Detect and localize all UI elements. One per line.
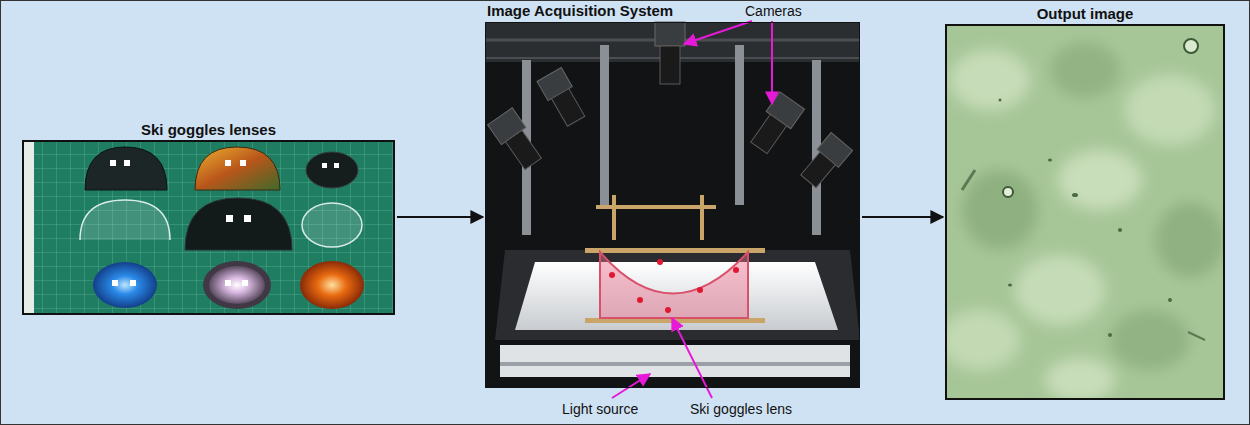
pointer-arrows-part — [672, 318, 712, 398]
output-micrograph-part-part — [1155, 202, 1225, 278]
rig-photo-part — [665, 307, 671, 313]
lens-photo-part — [124, 160, 130, 166]
rig-photo-part — [609, 272, 615, 278]
rig-photo-part — [657, 259, 663, 265]
rig-photo-part — [697, 287, 703, 293]
lens-photo-part — [80, 200, 170, 240]
output-micrograph-part-part — [962, 170, 1038, 250]
lens-photo-part — [22, 140, 395, 315]
rig-photo-part — [500, 362, 850, 366]
panel-heading: Image Acquisition System — [487, 2, 673, 20]
lens-photo-part — [185, 198, 292, 250]
flow-arrow — [397, 216, 483, 218]
lens-photo-part — [240, 160, 246, 166]
rig-photo-part — [637, 297, 643, 303]
rig-photo-part — [733, 267, 739, 273]
rig-photo-part — [500, 345, 850, 377]
pointer-arrows-part — [612, 374, 650, 398]
lens-photo-part — [225, 160, 231, 166]
output-micrograph-part — [945, 42, 1225, 400]
output-panel: Output image — [945, 24, 1225, 400]
output-micrograph-part — [962, 170, 975, 190]
output-micrograph-part — [1008, 284, 1012, 287]
lens-photo-part — [112, 280, 118, 286]
lens-photo-part — [195, 147, 280, 190]
pointer-arrows — [612, 21, 772, 398]
pointer-arrows-part — [684, 21, 752, 44]
output-micrograph-part — [1188, 332, 1205, 340]
output-micrograph-part — [1072, 193, 1078, 197]
lens-photo-part — [322, 163, 327, 168]
output-micrograph-part-part — [1125, 75, 1215, 145]
rig-photo-part — [747, 92, 805, 157]
rig-photo-part-part — [751, 114, 787, 153]
callout-label: Light source — [562, 401, 638, 418]
lens-photo-part — [300, 261, 364, 309]
rig-photo-part — [585, 248, 765, 253]
lens-photo-part — [130, 280, 136, 286]
lens-photo-part — [110, 160, 116, 166]
output-micrograph-part — [1048, 159, 1052, 162]
output-micrograph-part-part — [1050, 42, 1120, 98]
rig-photo-part — [600, 45, 609, 205]
output-micrograph — [945, 24, 1225, 400]
rig-photo-part — [485, 22, 860, 388]
output-micrograph-part-part — [1058, 150, 1142, 210]
lens-photo-part — [226, 215, 233, 222]
lens-photo-part — [22, 140, 395, 315]
rig-photo-part-part — [801, 152, 836, 188]
rig-photo-part-part — [505, 130, 541, 169]
rig-photo-part — [700, 195, 704, 240]
lens-photo-part — [203, 261, 271, 309]
output-micrograph-part-part — [1110, 310, 1190, 370]
rig-photo — [485, 22, 860, 388]
output-micrograph-part-part — [1015, 255, 1105, 325]
rig-photo-part — [600, 252, 748, 318]
lens-photo-part — [93, 262, 157, 308]
rig-photo-part — [537, 68, 588, 129]
system-panel: Image Acquisition System — [485, 22, 860, 388]
flow-arrow — [862, 216, 943, 218]
lens-photo-part — [302, 203, 362, 247]
output-micrograph-part-part — [945, 310, 1020, 370]
panel-heading: Output image — [947, 5, 1223, 23]
output-micrograph-part — [1003, 187, 1013, 197]
rig-photo-part — [735, 45, 744, 205]
lens-photo — [22, 140, 395, 315]
rig-photo-part — [798, 132, 853, 190]
output-micrograph-part — [999, 99, 1002, 102]
rig-photo-part — [660, 46, 680, 84]
output-micrograph-part — [1184, 39, 1198, 53]
lens-photo-part — [85, 147, 167, 190]
lens-photo-part — [306, 152, 358, 188]
lens-photo-part — [242, 280, 248, 286]
rig-photo-part — [655, 22, 685, 46]
output-micrograph-part — [1168, 298, 1172, 302]
lens-panel: Ski goggles lenses — [22, 140, 395, 315]
callout-label: Cameras — [745, 3, 802, 20]
output-micrograph-part-part — [950, 50, 1030, 110]
rig-photo-part-part — [551, 89, 584, 127]
output-micrograph-part-part — [1045, 358, 1115, 400]
lens-photo-part — [334, 163, 339, 168]
callout-label: Ski goggles lens — [690, 401, 792, 418]
lens-photo-part — [209, 266, 265, 304]
lens-photo-part — [244, 215, 251, 222]
output-micrograph-part — [1108, 333, 1112, 337]
output-micrograph-part — [1118, 228, 1122, 232]
rig-photo-part — [488, 108, 546, 173]
lens-photo-part — [225, 280, 231, 286]
rig-photo-part — [495, 250, 860, 340]
rig-photo-part — [612, 195, 616, 240]
pointer-arrows-part — [771, 21, 773, 104]
panel-heading: Ski goggles lenses — [24, 121, 393, 139]
